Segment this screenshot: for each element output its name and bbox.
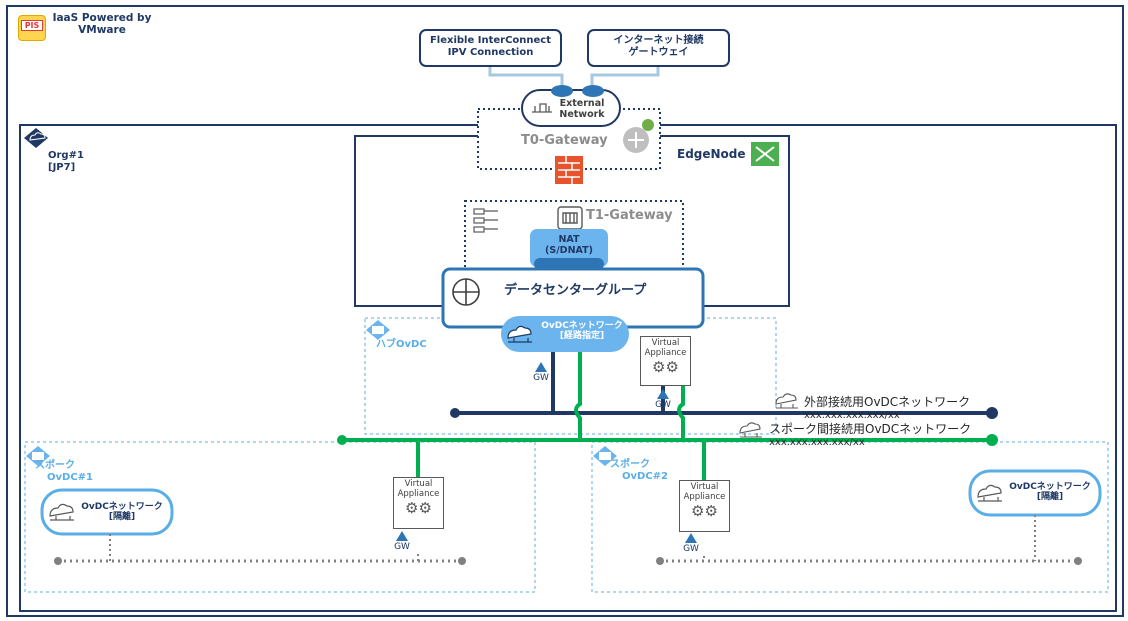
spoke2-isolated-net-icon	[977, 484, 1002, 502]
spoke2-gw: GW	[680, 533, 702, 554]
hub-va-green-link	[677, 380, 685, 440]
t0-gateway-label: T0-Gateway	[521, 133, 608, 148]
spoke-ovdc2-region	[591, 441, 1109, 593]
gw-triangle-icon	[396, 531, 408, 541]
spoke2-virtual-appliance: Virtual Appliance ⚙⚙	[679, 480, 730, 532]
spoke-ovdc-label: スポーク間接続用OvDCネットワーク xxx.xxx.xxx.xxx/xx	[769, 422, 972, 448]
routed-net-green-link	[574, 350, 582, 440]
hub-ovdc-icon	[366, 320, 390, 340]
gears-icon: ⚙⚙	[652, 357, 679, 376]
gateway-icon	[557, 206, 583, 230]
brand-line2: VMware	[78, 24, 126, 37]
internet-gateway-label: インターネット接続 ゲートウェイ	[613, 35, 704, 58]
nat-base	[534, 258, 604, 270]
spoke1-virtual-appliance: Virtual Appliance ⚙⚙	[393, 477, 444, 529]
routed-network-label: OvDCネットワーク [経路指定]	[541, 321, 623, 342]
router-icon	[623, 119, 654, 153]
brand-title: IaaS Powered by VMware	[52, 12, 152, 36]
edge-node-icon	[751, 142, 779, 166]
outer-frame	[6, 5, 1124, 617]
crosshair-icon	[452, 278, 480, 306]
gw-triangle-icon	[535, 362, 547, 372]
hub-ovdc-label: ハブOvDC	[376, 339, 427, 350]
spoke-ovdc1-region	[24, 441, 536, 593]
gw-triangle-icon	[685, 533, 697, 543]
datacenter-group-label: データセンターグループ	[504, 283, 647, 298]
edge-node-label: EdgeNode	[677, 147, 746, 161]
spoke1-label: スポーク OvDC#1	[35, 460, 93, 483]
internet-gateway-box	[587, 29, 730, 67]
org-cloud-icon	[24, 128, 48, 148]
spoke1-isolated-net-icon	[49, 503, 74, 521]
pis-badge-text: PIS	[21, 20, 43, 32]
spoke2-ovdc-icon	[593, 446, 617, 466]
cloud-knob-left	[551, 85, 573, 97]
firewall-icon	[555, 156, 583, 184]
network-icon	[532, 103, 552, 113]
hub-virtual-appliance: Virtual Appliance ⚙⚙	[640, 336, 691, 386]
external-ovdc-icon	[775, 393, 798, 409]
hub-routed-gw: GW	[530, 362, 552, 383]
internet-link	[590, 66, 660, 90]
gw-triangle-icon	[657, 389, 669, 399]
spoke1-ovdc-icon	[26, 446, 50, 466]
external-network-label: External Network	[559, 98, 605, 120]
routed-network-pill	[501, 316, 629, 352]
cloud-network-icon	[507, 325, 532, 343]
spoke1-isolated-net-label: OvDCネットワーク [隔離]	[81, 502, 163, 523]
spoke1-isolated-net-pill	[40, 488, 174, 536]
spoke-ovdc-icon	[739, 422, 762, 438]
gears-icon: ⚙⚙	[691, 501, 718, 520]
pis-badge: PIS	[18, 15, 46, 41]
hub-va-gw: GW	[652, 389, 674, 410]
interconnect-link	[488, 66, 564, 90]
spoke2-label: スポーク OvDC#2	[610, 459, 668, 482]
org-label: Org#1 [JP7]	[48, 150, 84, 173]
brand-line1: IaaS Powered by	[52, 12, 152, 24]
external-ovdc-label: 外部接続用OvDCネットワーク xxx.xxx.xxx.xxx/xx	[804, 395, 971, 421]
spoke2-isolated-net-label: OvDCネットワーク [隔離]	[1009, 482, 1091, 503]
tier-list-icon	[473, 208, 498, 233]
gears-icon: ⚙⚙	[405, 498, 432, 517]
interconnect-label: Flexible InterConnect IPV Connection	[429, 35, 552, 58]
spoke1-gw: GW	[391, 531, 413, 552]
interconnect-box	[419, 29, 562, 67]
nat-label: NAT (S/DNAT)	[545, 234, 593, 256]
nat-box	[530, 229, 608, 267]
t1-gateway-label: T1-Gateway	[586, 208, 673, 223]
cloud-knob-right	[582, 85, 604, 97]
